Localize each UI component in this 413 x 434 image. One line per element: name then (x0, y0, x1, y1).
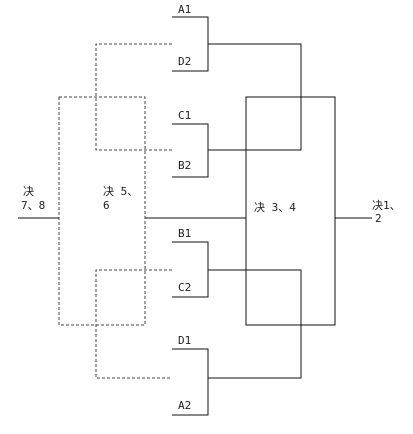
team-label-d1: D1 (178, 334, 192, 347)
team-label-d2: D2 (178, 55, 192, 68)
placement-5-6-box (58, 96, 146, 326)
placement-5-6-label-line1: 决 5、 (103, 185, 139, 198)
consolation-line-bottom (95, 269, 172, 379)
placement-7-8-label-line2: 7、8 (21, 199, 46, 212)
team-label-c2: C2 (178, 281, 192, 294)
winner-line-bottom (208, 269, 302, 379)
semifinal-box (245, 96, 336, 326)
qf-bracket-d1-a2 (172, 348, 209, 416)
semifinal-label: 决 3、4 (254, 201, 296, 214)
team-label-a2: A2 (178, 399, 192, 412)
placement-7-8-label-line1: 决 (23, 185, 34, 198)
placement-5-6-label-line2: 6 (103, 199, 110, 212)
team-label-b2: B2 (178, 159, 192, 172)
team-label-a1: A1 (178, 3, 192, 16)
consolation-line-top (95, 43, 172, 151)
team-label-b1: B1 (178, 227, 192, 240)
final-label-line1: 决1、 (372, 199, 401, 212)
team-label-c1: C1 (178, 109, 192, 122)
final-label-line2: 2 (375, 212, 382, 225)
